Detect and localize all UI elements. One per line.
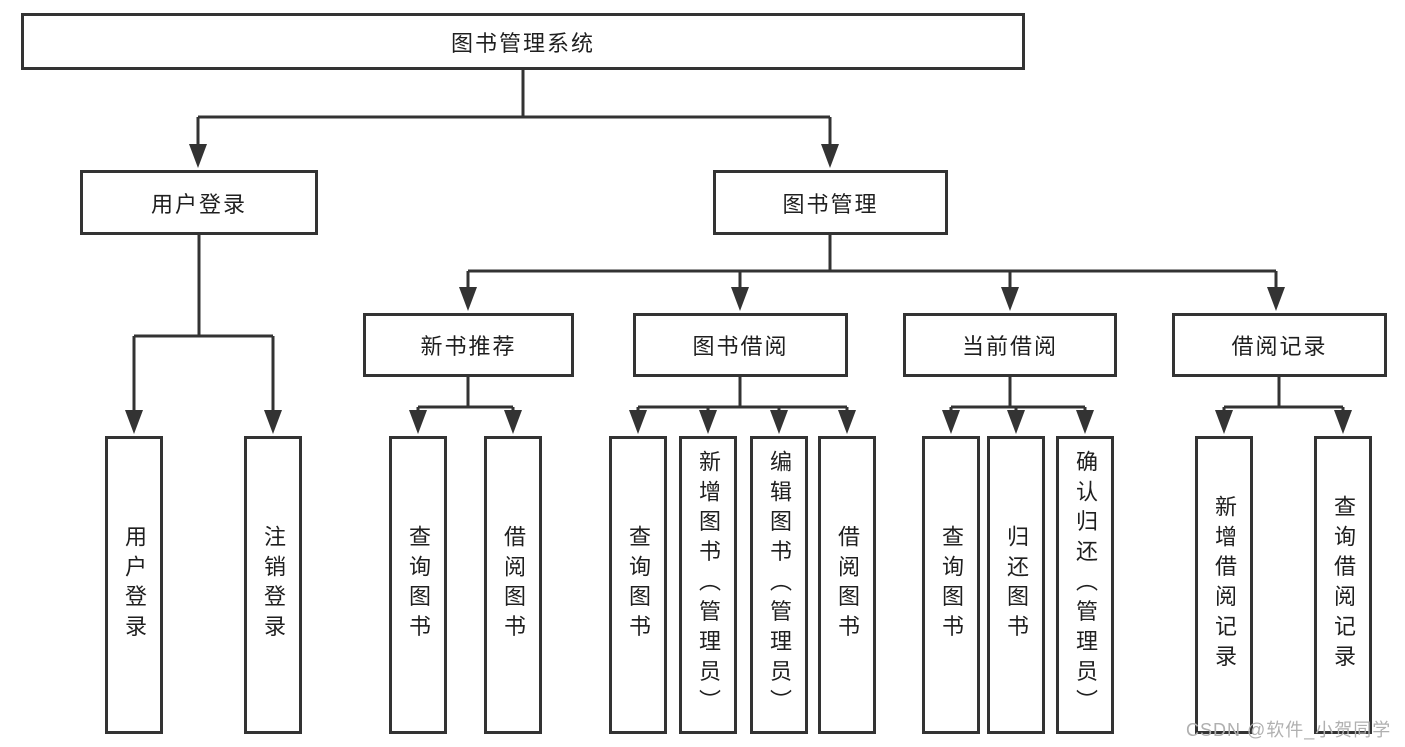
node-book-management-label: 图书管理 [782, 191, 879, 217]
node-borrow-records-label: 借阅记录 [1231, 334, 1328, 359]
leaf-confirm-return-admin: 确认归还（管理员） [1056, 436, 1114, 734]
node-user-login: 用户登录 [80, 170, 318, 235]
leaf-user-login: 用户登录 [105, 436, 163, 734]
node-book-borrow: 图书借阅 [633, 313, 848, 377]
csdn-watermark: CSDN @软件_小贺同学 [1186, 720, 1392, 740]
node-current-borrow-label: 当前借阅 [961, 334, 1058, 359]
leaf-add-borrow-record: 新增借阅记录 [1195, 436, 1253, 734]
leaf-return-book: 归还图书 [987, 436, 1045, 734]
leaf-query-borrow-record: 查询借阅记录 [1314, 436, 1372, 734]
leaf-edit-book-admin: 编辑图书（管理员） [750, 436, 808, 734]
node-borrow-records: 借阅记录 [1172, 313, 1387, 377]
leaf-borrow-books: 借阅图书 [818, 436, 876, 734]
leaf-query-books-current: 查询图书 [922, 436, 980, 734]
node-user-login-label: 用户登录 [150, 191, 247, 217]
leaf-query-books-borrow: 查询图书 [609, 436, 667, 734]
node-new-book-recommend: 新书推荐 [363, 313, 574, 377]
leaf-borrow-books-recommend: 借阅图书 [484, 436, 542, 734]
leaf-logout: 注销登录 [244, 436, 302, 734]
node-new-book-recommend-label: 新书推荐 [420, 334, 517, 359]
node-current-borrow: 当前借阅 [903, 313, 1117, 377]
node-root-label: 图书管理系统 [450, 30, 595, 56]
leaf-add-book-admin: 新增图书（管理员） [679, 436, 737, 734]
node-root: 图书管理系统 [21, 13, 1025, 70]
leaf-query-books-recommend: 查询图书 [389, 436, 447, 734]
node-book-borrow-label: 图书借阅 [692, 334, 789, 359]
node-book-management: 图书管理 [713, 170, 948, 235]
